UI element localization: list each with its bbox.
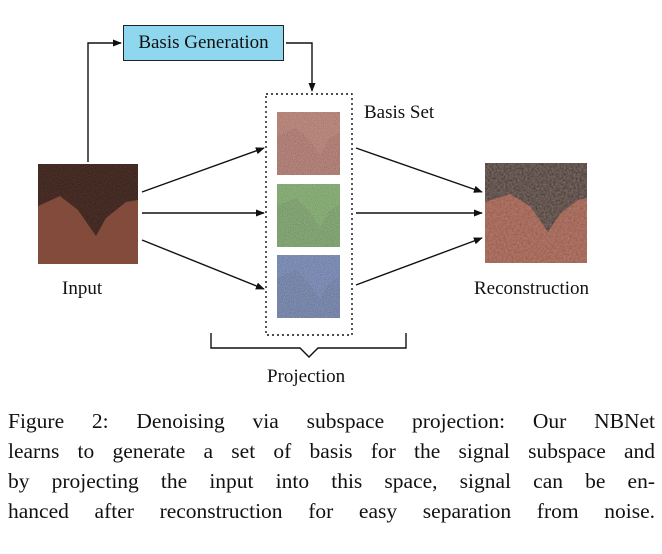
projection-brace — [210, 333, 407, 358]
reconstruction-label: Reconstruction — [474, 278, 590, 299]
basis-image-blue — [277, 255, 340, 318]
arrow-basis-generation-to-basis-set — [286, 42, 316, 92]
caption-line-1: Figure 2: Denoising via subspace project… — [8, 409, 655, 433]
arrow-basis-blue-to-reconstruction — [355, 237, 483, 286]
basis-image-green — [277, 184, 340, 247]
input-image — [38, 164, 138, 264]
figure-diagram — [38, 39, 587, 358]
caption-line-4: hanced after reconstruction for easy sep… — [8, 499, 655, 523]
arrow-basis-red-to-reconstruction — [355, 147, 483, 193]
basis-set-label: Basis Set — [364, 102, 435, 123]
arrow-input-to-basis-red — [141, 147, 265, 193]
input-label: Input — [62, 278, 103, 299]
arrow-input-to-basis-generation — [87, 39, 122, 162]
caption-line-2: learns to generate a set of basis for th… — [8, 439, 655, 463]
arrow-input-to-basis-blue — [141, 239, 265, 290]
projection-label: Projection — [267, 366, 346, 387]
reconstruction-image — [485, 163, 587, 263]
basis-image-red — [277, 112, 340, 175]
basis-generation-box: Basis Generation — [123, 25, 284, 61]
figure-caption: Figure 2: Denoising via subspace project… — [8, 406, 655, 526]
basis-generation-label: Basis Generation — [138, 32, 269, 53]
basis-set-frame — [265, 93, 353, 336]
caption-line-3: by projecting the input into this space,… — [8, 469, 655, 493]
